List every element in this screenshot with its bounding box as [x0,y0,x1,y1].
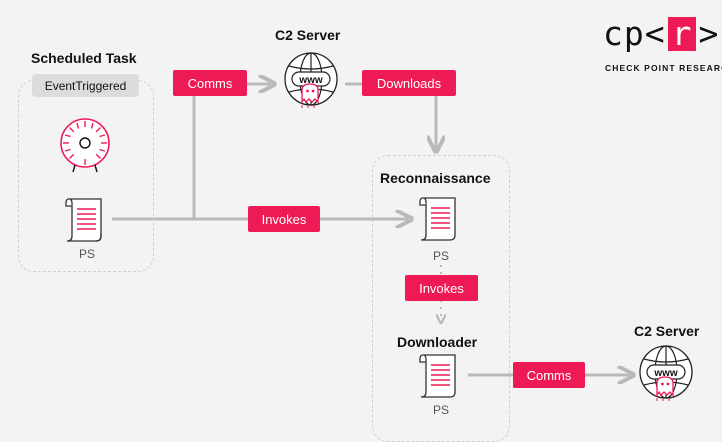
logo-mark: r [667,17,697,51]
ps-label-downloader: PS [432,403,449,417]
ps-label-scheduled: PS [78,247,95,261]
powershell-script-icon [419,197,456,241]
www-text: www [298,75,323,86]
logo-left-text: cp< [603,14,666,53]
trigger-icon [60,118,110,173]
powershell-script-icon [65,198,102,242]
c2-server-top-title: C2 Server [275,27,341,43]
downloads-tag: Downloads [362,70,456,96]
invokes-tag-main: Invokes [248,206,320,232]
reconnaissance-title: Reconnaissance [380,170,491,186]
www-text: www [653,368,678,379]
comms-tag-top: Comms [173,70,247,96]
ps-label-recon: PS [432,249,449,263]
globe-www-icon: www [639,345,693,401]
powershell-script-icon [419,354,456,398]
invokes-tag-mid: Invokes [405,275,478,301]
comms-tag-bottom: Comms [513,362,585,388]
c2-server-bottom-title: C2 Server [634,323,700,339]
logo-right-text: > [698,14,720,53]
downloader-title: Downloader [397,334,478,350]
scheduled-task-title: Scheduled Task [31,50,137,66]
cpr-logo: cp<r> [603,14,719,53]
globe-www-icon: www [284,52,338,108]
logo-subtitle: CHECK POINT RESEARCH [605,63,722,73]
event-triggered-chip: EventTriggered [32,74,139,97]
